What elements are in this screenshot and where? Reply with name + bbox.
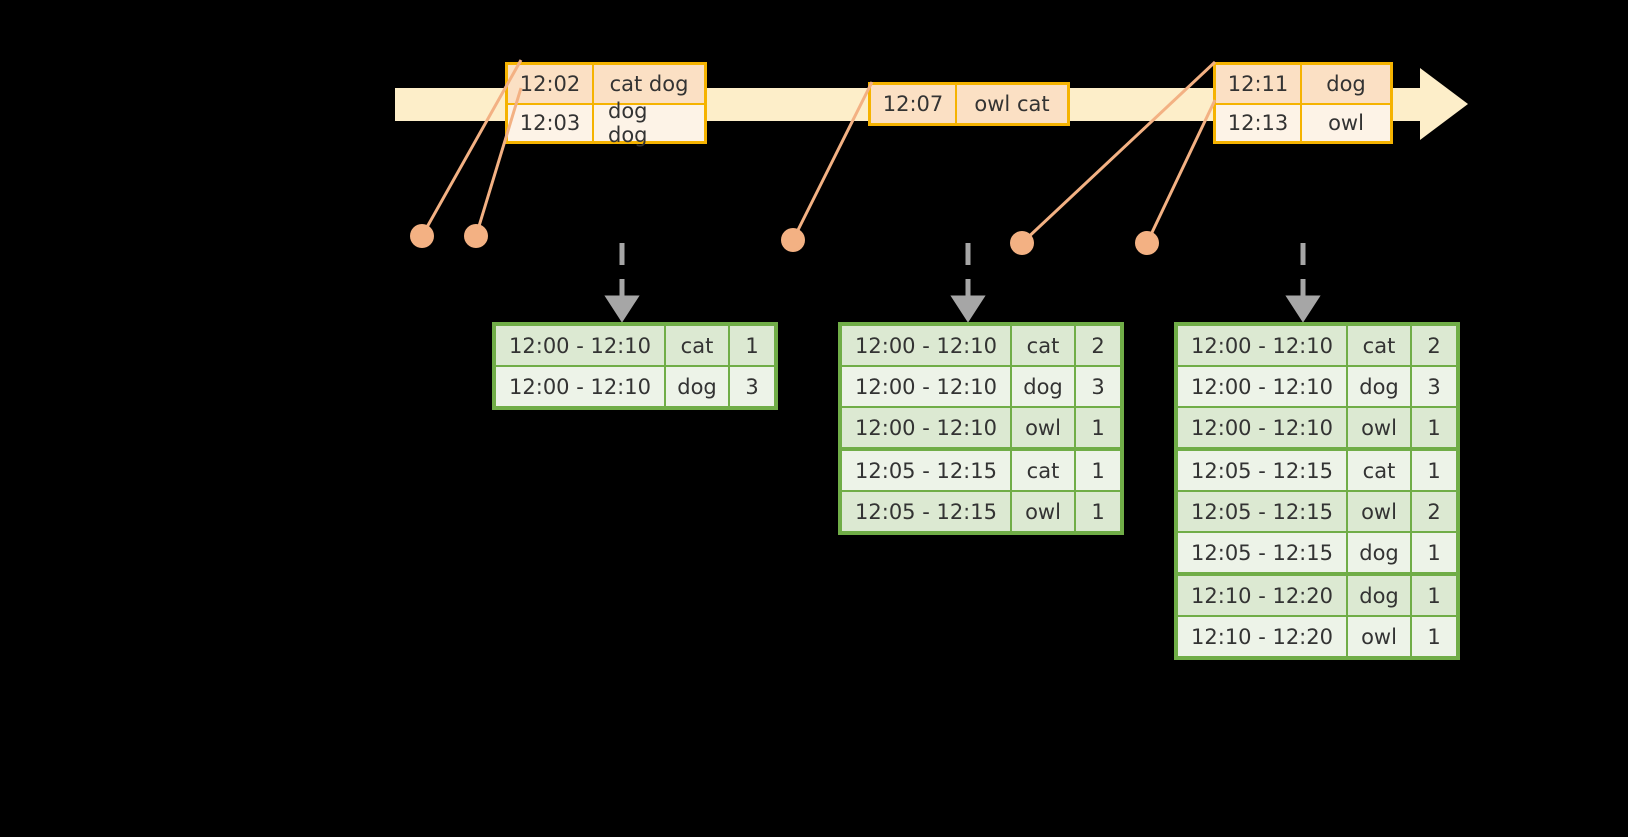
cell-key: cat xyxy=(666,326,728,365)
event-row: 12:11 dog xyxy=(1216,65,1390,103)
connector-dot-4[interactable] xyxy=(1010,231,1034,255)
event-row: 12:02 cat dog xyxy=(508,65,704,103)
cell-count: 3 xyxy=(1412,367,1456,406)
event-payload: cat dog xyxy=(609,72,689,96)
event-time: 12:07 xyxy=(871,85,957,123)
cell-window: 12:05 - 12:15 xyxy=(1178,492,1346,531)
event-payload: owl xyxy=(1328,111,1364,135)
cell-count: 1 xyxy=(1412,533,1456,572)
cell-key: owl xyxy=(1348,492,1410,531)
cell-key: owl xyxy=(1348,408,1410,447)
event-row: 12:13 owl xyxy=(1216,103,1390,141)
connector-dot-1[interactable] xyxy=(410,224,434,248)
cell-window: 12:00 - 12:10 xyxy=(1178,326,1346,365)
cell-key: dog xyxy=(1348,367,1410,406)
cell-window: 12:10 - 12:20 xyxy=(1178,617,1346,656)
cell-window: 12:05 - 12:15 xyxy=(842,451,1010,490)
event-time: 12:03 xyxy=(508,105,594,141)
cell-key: cat xyxy=(1348,451,1410,490)
timeline-arrow-icon xyxy=(1420,68,1468,140)
cell-window: 12:00 - 12:10 xyxy=(1178,408,1346,447)
cell-count: 1 xyxy=(1412,451,1456,490)
cell-key: dog xyxy=(666,367,728,406)
cell-window: 12:05 - 12:15 xyxy=(1178,533,1346,572)
cell-key: dog xyxy=(1012,367,1074,406)
cell-window: 12:10 - 12:20 xyxy=(1178,576,1346,615)
cell-count: 1 xyxy=(1076,408,1120,447)
cell-count: 3 xyxy=(1076,367,1120,406)
cell-key: owl xyxy=(1348,617,1410,656)
event-payload: dog dog xyxy=(608,99,648,147)
cell-count: 1 xyxy=(1076,492,1120,531)
cell-count: 3 xyxy=(730,367,774,406)
cell-key: dog xyxy=(1348,576,1410,615)
cell-key: cat xyxy=(1348,326,1410,365)
cell-count: 2 xyxy=(1076,326,1120,365)
connector-dot-5[interactable] xyxy=(1135,231,1159,255)
event-row: 12:03 dog dog xyxy=(508,99,704,147)
cell-key: cat xyxy=(1012,451,1074,490)
event-row: 12:07 owl cat xyxy=(871,85,1067,123)
event-box-2[interactable]: 12:07 owl cat xyxy=(868,82,1070,126)
cell-count: 2 xyxy=(1412,326,1456,365)
connector-dot-3[interactable] xyxy=(781,228,805,252)
cell-window: 12:00 - 12:10 xyxy=(496,326,664,365)
cell-key: owl xyxy=(1012,492,1074,531)
cell-window: 12:00 - 12:10 xyxy=(842,367,1010,406)
cell-window: 12:00 - 12:10 xyxy=(842,326,1010,365)
cell-window: 12:00 - 12:10 xyxy=(496,367,664,406)
event-box-1[interactable]: 12:02 cat dog 12:03 dog dog xyxy=(505,62,707,147)
connector-dot-2[interactable] xyxy=(464,224,488,248)
cell-count: 1 xyxy=(1412,408,1456,447)
event-time: 12:13 xyxy=(1216,105,1302,141)
cell-window: 12:00 - 12:10 xyxy=(1178,367,1346,406)
cell-key: cat xyxy=(1012,326,1074,365)
cell-count: 1 xyxy=(1076,451,1120,490)
cell-key: owl xyxy=(1012,408,1074,447)
cell-window: 12:05 - 12:15 xyxy=(1178,451,1346,490)
event-payload: owl cat xyxy=(974,92,1050,116)
cell-count: 1 xyxy=(730,326,774,365)
cell-count: 1 xyxy=(1412,576,1456,615)
cell-count: 2 xyxy=(1412,492,1456,531)
cell-key: dog xyxy=(1348,533,1410,572)
cell-count: 1 xyxy=(1412,617,1456,656)
event-time: 12:02 xyxy=(508,65,594,103)
cell-window: 12:05 - 12:15 xyxy=(842,492,1010,531)
event-payload: dog xyxy=(1326,72,1366,96)
event-box-3[interactable]: 12:11 dog 12:13 owl xyxy=(1213,62,1393,144)
cell-window: 12:00 - 12:10 xyxy=(842,408,1010,447)
event-time: 12:11 xyxy=(1216,65,1302,103)
